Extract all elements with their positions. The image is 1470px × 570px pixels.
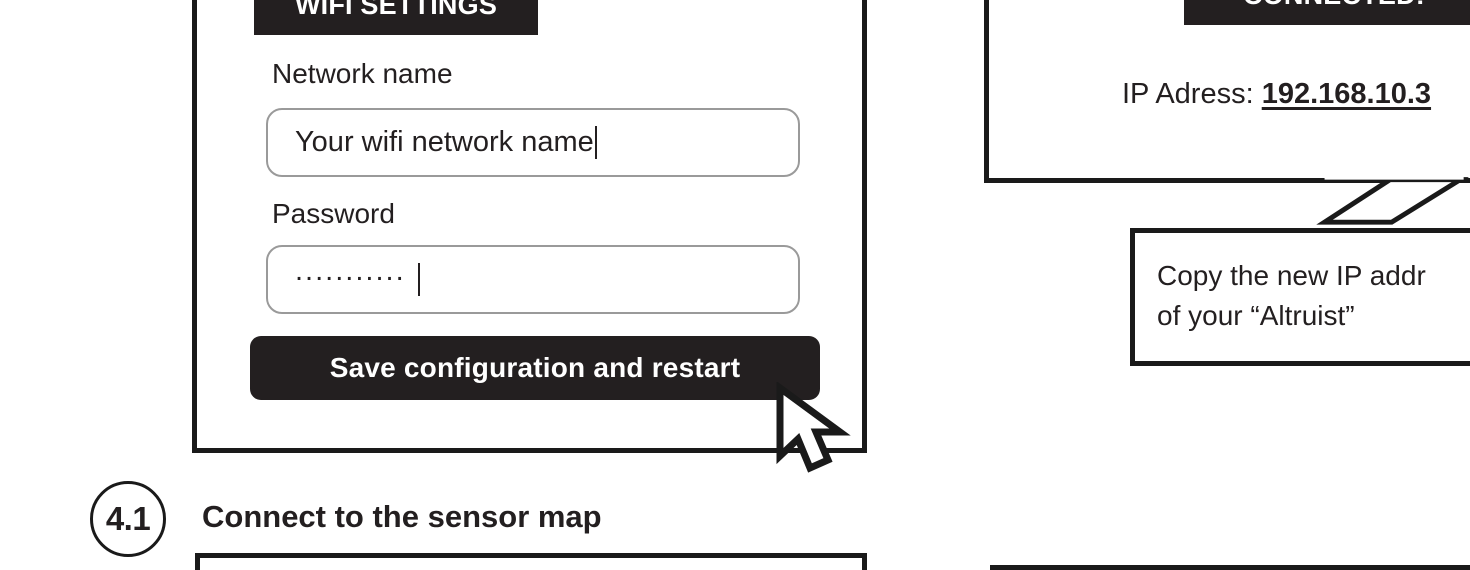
- step-title: Connect to the sensor map: [202, 499, 602, 534]
- step-number-text: 4.1: [105, 500, 151, 537]
- sensor-map-card: [195, 553, 867, 570]
- bottom-right-card: [990, 565, 1470, 570]
- password-label: Password: [272, 198, 395, 229]
- connected-card: [984, 0, 1470, 183]
- ip-address-line: IP Adress: 192.168.10.3: [1122, 78, 1431, 111]
- network-name-value: Your wifi network name: [295, 126, 594, 158]
- password-masked-value: ...........: [295, 255, 406, 287]
- network-name-input[interactable]: Your wifi network name: [266, 108, 800, 177]
- save-configuration-and-restart-button[interactable]: Save configuration and restart: [250, 336, 820, 400]
- wifi-settings-banner: WIFI SETTINGS: [254, 0, 538, 35]
- step-number-badge: 4.1: [90, 481, 166, 557]
- password-input[interactable]: ...........: [266, 245, 800, 314]
- text-caret: [417, 263, 420, 296]
- text-caret: [594, 126, 597, 159]
- callout-box: [1130, 228, 1470, 366]
- ip-address-value[interactable]: 192.168.10.3: [1261, 78, 1432, 110]
- connected-banner: CONNECTED!: [1184, 0, 1470, 25]
- callout-tail: [1316, 168, 1469, 225]
- callout-text: Copy the new IP addr of your “Altruist”: [1157, 256, 1470, 336]
- network-name-label: Network name: [272, 58, 453, 89]
- callout-line-2: of your “Altruist”: [1157, 299, 1355, 331]
- ip-address-label: IP Adress:: [1122, 78, 1254, 110]
- callout-line-1: Copy the new IP addr: [1157, 260, 1426, 291]
